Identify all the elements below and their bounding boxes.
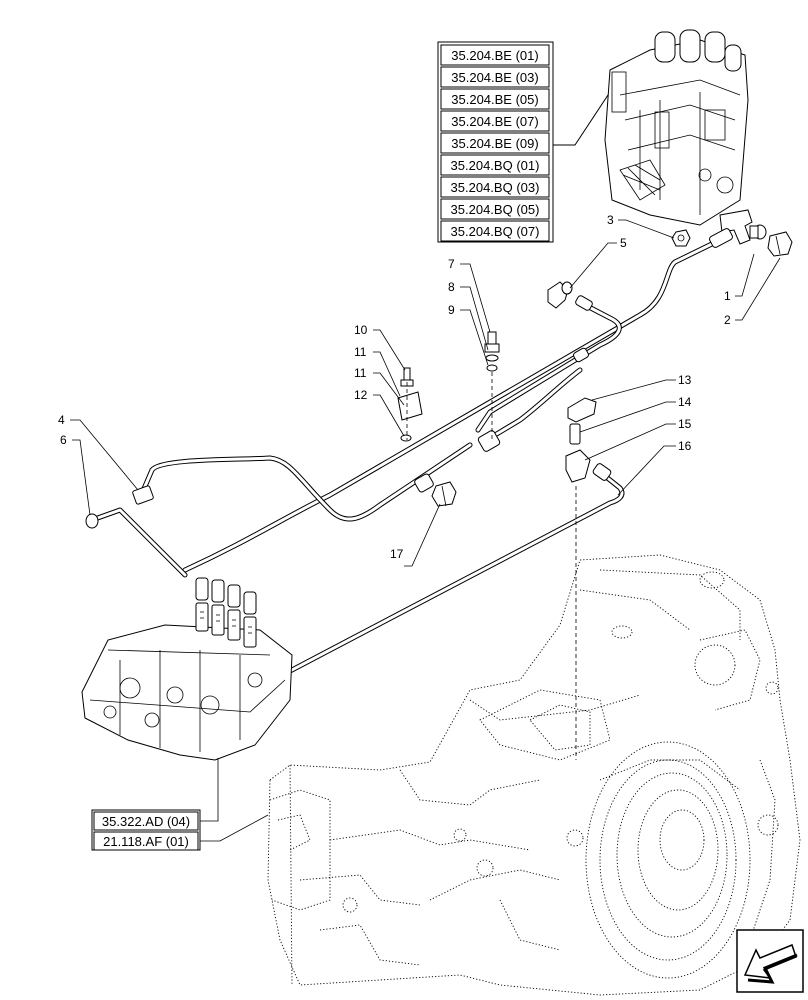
ref-text: 35.204.BE (03): [451, 70, 538, 85]
nut-fitting[interactable]: [767, 231, 793, 257]
ref-box[interactable]: 35.204.BE (07): [440, 110, 550, 132]
ref-box[interactable]: 35.204.BQ (01): [440, 154, 550, 176]
callout-15[interactable]: 15: [678, 417, 692, 431]
callout-12[interactable]: 12: [354, 388, 368, 402]
hydraulic-pipes: [89, 237, 723, 707]
reference-stack-top: 35.204.BE (01) 35.204.BE (03) 35.204.BE …: [437, 41, 611, 243]
callout-9[interactable]: 9: [448, 303, 455, 317]
ref-text: 35.204.BE (05): [451, 92, 538, 107]
callout-6[interactable]: 6: [60, 433, 67, 447]
ref-box[interactable]: 35.204.BE (09): [440, 132, 550, 154]
ref-box[interactable]: 35.204.BQ (05): [440, 198, 550, 220]
callout-14[interactable]: 14: [678, 395, 692, 409]
transmission-housing: [267, 554, 801, 996]
clip-bracket[interactable]: [397, 391, 423, 442]
ref-text: 21.118.AF (01): [103, 834, 189, 849]
reference-stack-bottom: 35.322.AD (04) 21.118.AF (01): [91, 758, 269, 851]
alignment-lines: [406, 372, 577, 760]
ref-box[interactable]: 35.204.BE (05): [440, 88, 550, 110]
ref-box[interactable]: 35.204.BE (03): [440, 66, 550, 88]
ref-text: 35.204.BQ (01): [451, 158, 540, 173]
ref-box[interactable]: 35.204.BE (01): [440, 44, 550, 66]
callout-1[interactable]: 1: [724, 289, 731, 303]
ref-text: 35.204.BE (09): [451, 136, 538, 151]
ref-text: 35.204.BE (01): [451, 48, 538, 63]
ref-box[interactable]: 35.204.BQ (03): [440, 176, 550, 198]
elbow-fitting[interactable]: [547, 281, 573, 309]
adapter-14[interactable]: [569, 423, 581, 445]
callout-numbers: 1 2 3 4 5 6 7 8 9 10 11 11 12 13 14 15 1…: [58, 213, 731, 561]
front-valve-assembly: [81, 577, 293, 761]
callout-10[interactable]: 10: [354, 323, 368, 337]
ref-text: 35.204.BQ (03): [451, 180, 540, 195]
callout-3[interactable]: 3: [607, 213, 614, 227]
callout-4[interactable]: 4: [58, 413, 65, 427]
tee-fitting[interactable]: [719, 209, 767, 245]
ref-text: 35.204.BQ (05): [451, 202, 540, 217]
callout-7[interactable]: 7: [448, 257, 455, 271]
ref-box[interactable]: 35.322.AD (04): [93, 811, 199, 831]
ref-box[interactable]: 21.118.AF (01): [93, 831, 199, 851]
callout-17[interactable]: 17: [390, 547, 404, 561]
callout-8[interactable]: 8: [448, 280, 455, 294]
rear-remote-valve-assembly: [604, 29, 749, 226]
nut-17[interactable]: [431, 481, 457, 507]
callout-13[interactable]: 13: [678, 373, 692, 387]
arrow-icon[interactable]: [736, 929, 804, 993]
ref-box[interactable]: 35.204.BQ (07): [440, 220, 550, 242]
tee-15[interactable]: [565, 449, 591, 483]
ref-text: 35.204.BE (07): [451, 114, 538, 129]
callout-16[interactable]: 16: [678, 439, 692, 453]
ref-text: 35.204.BQ (07): [451, 224, 540, 239]
callout-11a[interactable]: 11: [354, 345, 367, 359]
nut-small[interactable]: [671, 229, 691, 247]
callout-2[interactable]: 2: [724, 313, 731, 327]
bolt-7[interactable]: [484, 331, 500, 372]
callout-leaders: [70, 219, 781, 567]
cap-13[interactable]: [567, 397, 597, 423]
callout-5[interactable]: 5: [620, 236, 627, 250]
ref-text: 35.322.AD (04): [102, 814, 190, 829]
callout-11b[interactable]: 11: [354, 366, 367, 380]
